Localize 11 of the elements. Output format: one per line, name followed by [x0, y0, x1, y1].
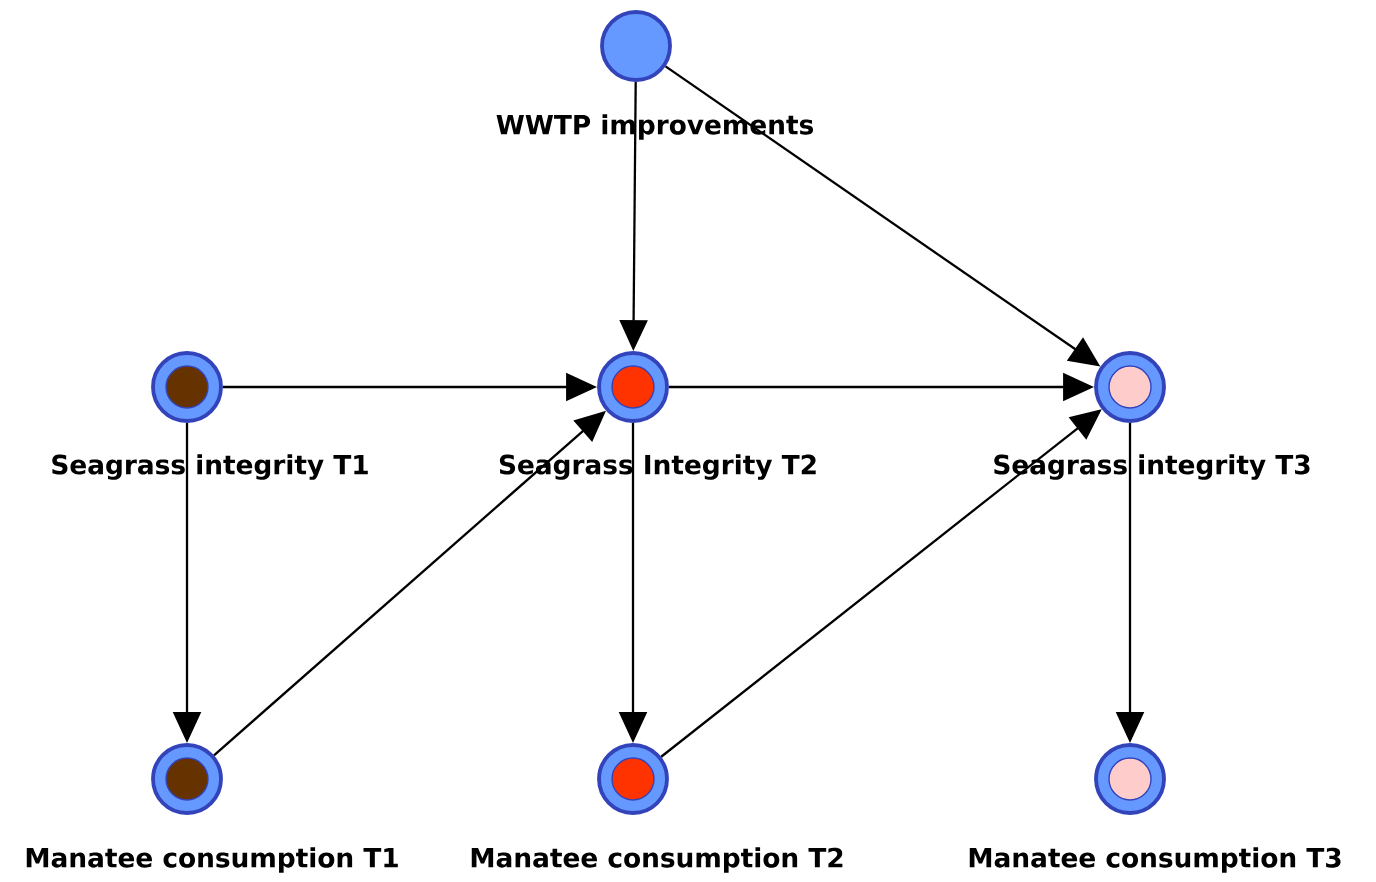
node-circle — [600, 10, 672, 82]
node-circle — [151, 351, 223, 423]
node-label: Manatee consumption T2 — [471, 847, 843, 873]
node-label: Manatee consumption T3 — [969, 847, 1341, 873]
node-label: Seagrass integrity T1 — [52, 454, 368, 480]
node-circle — [1094, 743, 1166, 815]
node-circle — [1094, 351, 1166, 423]
node-circle — [597, 351, 669, 423]
node-circle — [151, 743, 223, 815]
node-circle — [597, 743, 669, 815]
node-label: Manatee consumption T1 — [26, 847, 398, 873]
